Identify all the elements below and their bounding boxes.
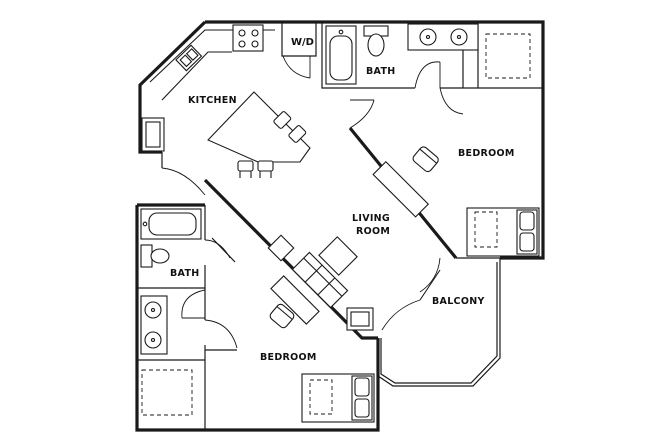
right-bedroom-furniture (372, 146, 540, 257)
room-label-bath-left: BATH (170, 268, 200, 279)
room-label-balcony: BALCONY (432, 296, 485, 307)
door-swings (161, 55, 464, 349)
room-label-kitchen: KITCHEN (188, 95, 237, 106)
room-label-living-2: ROOM (356, 226, 390, 237)
wd-label: W/D (291, 37, 314, 48)
living-room-furniture (267, 234, 374, 331)
left-bath-fixtures (140, 208, 202, 416)
kitchen-fixtures (141, 24, 311, 178)
room-label-bath-top: BATH (366, 66, 396, 77)
room-label-bedroom-bottom: BEDROOM (260, 352, 317, 363)
balcony-outline (377, 258, 501, 387)
top-bath-fixtures (325, 23, 531, 85)
room-label-living-1: LIVING (352, 213, 390, 224)
bottom-bedroom-furniture (269, 275, 375, 423)
room-label-bedroom-right: BEDROOM (458, 148, 515, 159)
